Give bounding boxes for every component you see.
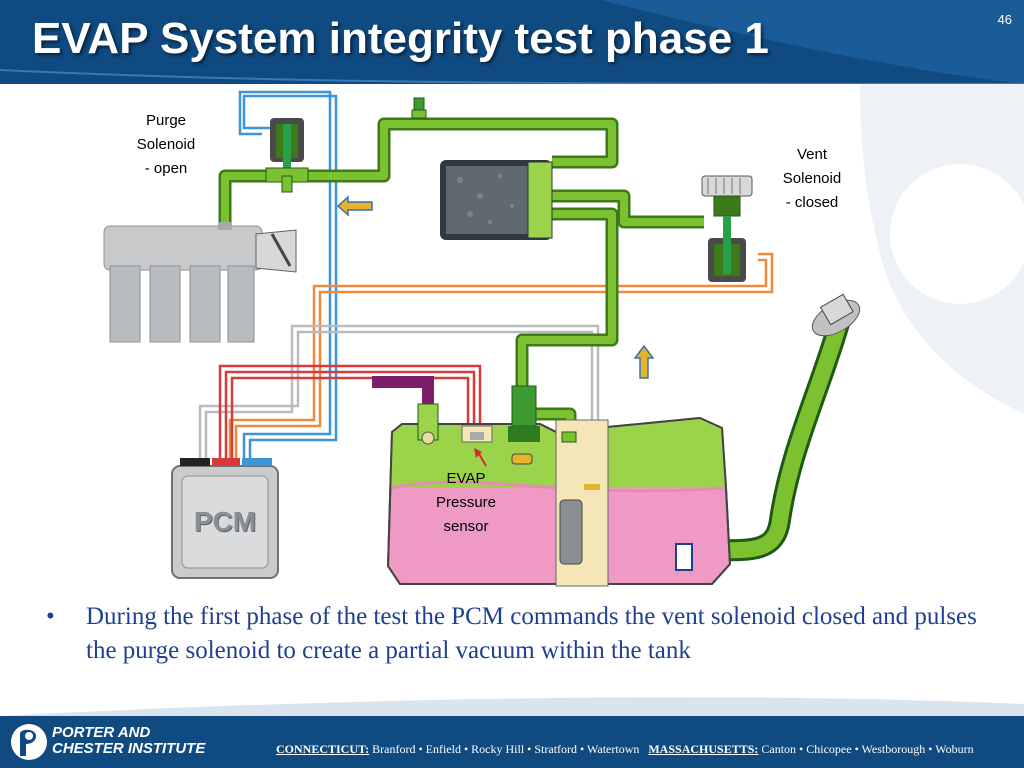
intake-manifold (103, 222, 297, 343)
slide-header: EVAP System integrity test phase 1 46 (0, 0, 1024, 84)
flow-arrow-up-icon (633, 344, 655, 379)
slide-title: EVAP System integrity test phase 1 (32, 14, 769, 63)
vent-solenoid-label: Vent Solenoid - closed (782, 146, 842, 211)
evap-system-diagram (103, 90, 861, 587)
pressure-sensor-body (461, 425, 493, 443)
header-decoration (0, 0, 1024, 84)
evap-check-valve (508, 385, 540, 465)
page-number: 46 (997, 12, 1012, 27)
purge-solenoid-label: Purge Solenoid - open (136, 112, 196, 177)
rollover-valve (372, 376, 439, 445)
background-logo-watermark (860, 84, 1024, 414)
bullet-point: • During the first phase of the test the… (46, 600, 986, 668)
institute-name: PORTER AND CHESTER INSTITUTE (52, 724, 206, 757)
pcm-module (171, 458, 279, 579)
fuel-filler-neck (665, 293, 861, 562)
porter-chester-logo-icon (11, 724, 47, 760)
evap-pressure-sensor-label: EVAP Pressure sensor (435, 470, 497, 535)
charcoal-canister (440, 160, 553, 240)
red-wiring (218, 364, 482, 462)
slide-footer (0, 716, 1024, 768)
bullet-text: During the first phase of the test the P… (86, 603, 977, 664)
inlet-check-valve (675, 543, 693, 571)
vent-solenoid (701, 175, 753, 282)
flow-arrow-left-icon (336, 195, 373, 217)
blue-wiring (238, 90, 338, 462)
purge-solenoid (265, 118, 309, 193)
fuel-pump-module (555, 419, 609, 587)
orange-wiring (228, 252, 774, 462)
campus-locations: CONNECTICUT: Branford • Enfield • Rocky … (276, 742, 974, 756)
pcm-label: PCM (193, 506, 257, 537)
bullet-marker: • (46, 603, 55, 630)
